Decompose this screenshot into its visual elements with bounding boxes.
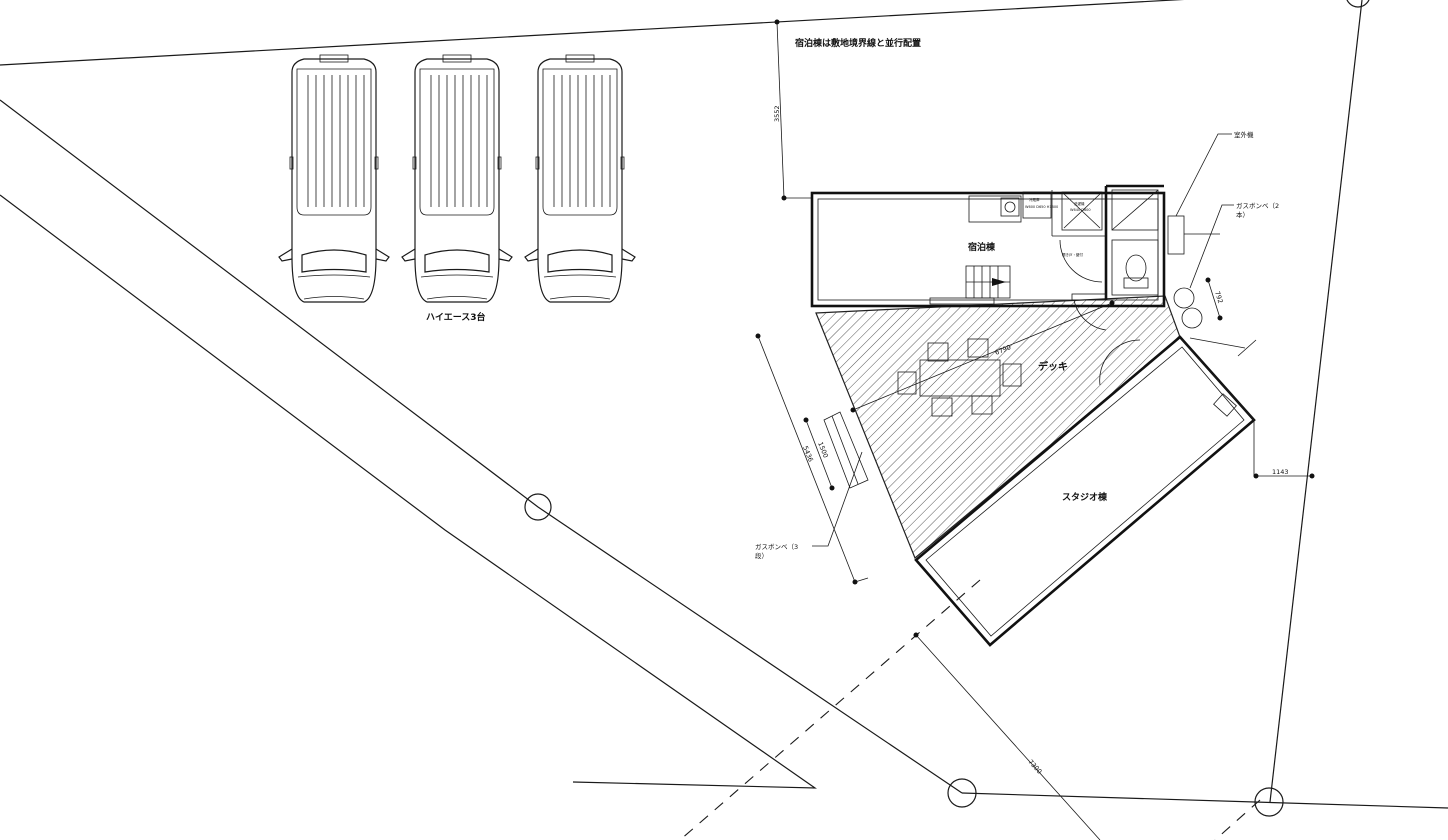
boundary-marker-2 <box>947 778 977 808</box>
setback-dimension: 宿泊棟は敷地境界線と並行配置 3552 <box>773 19 921 201</box>
gas-3-label-line2: 段） <box>755 551 768 560</box>
fridge <box>1022 191 1052 219</box>
deck-table <box>919 359 1001 397</box>
gas-2-label-line2: 本） <box>1236 210 1249 219</box>
dim-5436: 5436 <box>801 445 815 463</box>
deck-chair <box>897 371 917 395</box>
svg-text:洗濯機: 洗濯機 <box>1074 201 1085 206</box>
exterior-equipment: 室外機 ガスボンベ（2 本） 792 <box>1167 130 1279 329</box>
van-1 <box>278 54 390 303</box>
dim-792: 792 <box>1213 290 1224 304</box>
deck-chair <box>931 397 953 417</box>
deck-label: デッキ <box>1038 360 1068 373</box>
outdoor-unit-label: 室外機 <box>1234 130 1254 139</box>
road-centerline <box>679 579 981 840</box>
gas-3-label-line1: ガスボンベ（3 <box>755 542 798 551</box>
outdoor-unit <box>1167 215 1185 255</box>
svg-text:冷蔵庫: 冷蔵庫 <box>1029 197 1040 202</box>
toilet <box>1125 254 1147 282</box>
svg-text:W640 D600: W640 D600 <box>1070 208 1091 212</box>
deck-chair <box>967 338 989 358</box>
parallel-note: 宿泊棟は敷地境界線と並行配置 <box>795 37 921 49</box>
dim-1143: 1143 <box>1272 468 1289 476</box>
lodging-label: 宿泊棟 <box>968 241 996 253</box>
left-dimensions: 5436 1500 ガスボンベ（3 段） <box>755 333 869 585</box>
deck-chair <box>971 395 993 415</box>
lodging-building: 冷蔵庫 W600 D650 H1800 洗濯機 W640 D600 開き戸・鍵付… <box>810 184 1166 331</box>
deck-chair <box>927 342 949 362</box>
deck-steps <box>823 411 869 489</box>
dim-7300: 7300 <box>1027 758 1044 776</box>
door-note: 開き戸・鍵付 <box>1062 252 1083 257</box>
washer <box>1061 191 1103 231</box>
gas-cylinder <box>1173 287 1195 309</box>
van-3 <box>524 54 636 303</box>
boundary-marker-1 <box>524 493 552 521</box>
gas-cylinder <box>1181 307 1203 329</box>
studio-label: スタジオ棟 <box>1062 491 1108 503</box>
svg-text:W600 D650 H1800: W600 D650 H1800 <box>1025 205 1058 209</box>
boundary-marker-4 <box>1346 0 1370 8</box>
van-parking: ハイエース3台 <box>278 54 636 323</box>
bathroom-shower <box>1111 189 1159 231</box>
deck-chair <box>1002 363 1022 387</box>
boundary-marker-3 <box>1254 787 1284 817</box>
van-2 <box>401 54 513 303</box>
deck: デッキ 6790 <box>815 295 1181 559</box>
vans-label: ハイエース3台 <box>426 311 486 323</box>
dim-1500: 1500 <box>816 441 830 459</box>
gas-2-label-line1: ガスボンベ（2 <box>1236 201 1279 210</box>
dim-3552: 3552 <box>773 105 781 122</box>
